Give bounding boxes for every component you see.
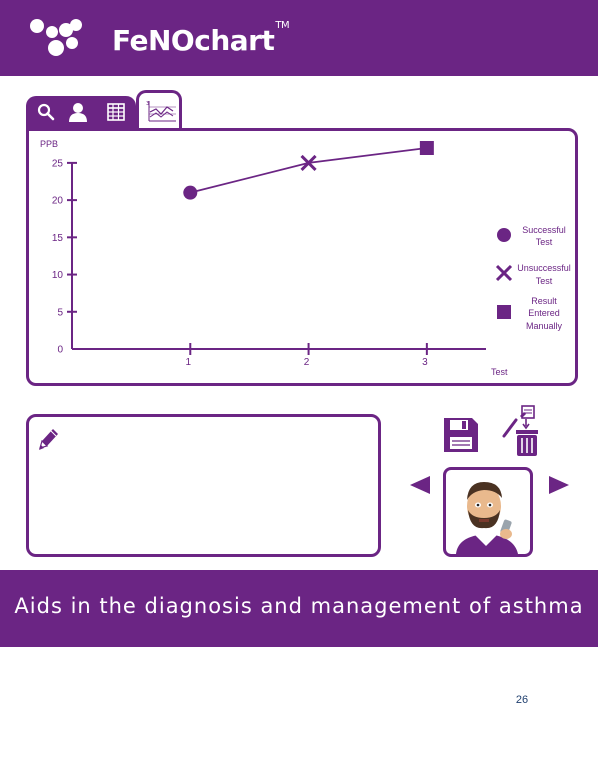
brand-name: FeNOchart — [112, 24, 275, 57]
delete-icon[interactable] — [502, 404, 544, 458]
tab-patient[interactable] — [66, 98, 90, 126]
x-axis-label: Test — [491, 367, 508, 377]
legend-label: Successful — [522, 225, 566, 235]
brand-logo: FeNOchartTM — [112, 20, 290, 57]
patient-avatar[interactable] — [443, 467, 533, 557]
legend-label: Test — [536, 237, 553, 247]
data-point-cross — [300, 154, 317, 171]
legend-marker-cross — [495, 264, 513, 282]
doctor-avatar-icon — [456, 482, 518, 554]
tab-strip — [26, 96, 136, 130]
user-icon — [69, 103, 87, 122]
arrow-left-icon[interactable] — [409, 474, 431, 496]
y-tick-label: 15 — [52, 233, 64, 244]
tab-search[interactable] — [34, 98, 58, 126]
header-bar — [0, 0, 598, 76]
tab-chart[interactable]: 3 — [136, 90, 182, 132]
data-point-cross-stroke — [300, 154, 317, 171]
legend-label: Result — [531, 296, 557, 306]
data-point-circle — [183, 185, 198, 200]
x-tick-label: 3 — [422, 357, 428, 368]
legend-label: Entered — [528, 308, 560, 318]
notes-box[interactable] — [26, 414, 381, 557]
series-line — [190, 147, 427, 194]
chart-icon: 3 — [146, 101, 176, 122]
search-icon — [37, 103, 55, 121]
save-icon[interactable] — [442, 416, 480, 454]
y-axis-label: PPB — [40, 139, 58, 149]
legend-marker-square — [497, 305, 511, 319]
chart-panel — [26, 128, 578, 386]
svg-text:3: 3 — [146, 101, 149, 107]
data-point-square — [419, 141, 434, 155]
footer-tagline: Aids in the diagnosis and management of … — [14, 594, 584, 618]
trademark: TM — [275, 19, 290, 31]
y-tick-label: 0 — [57, 345, 63, 356]
arrow-right-icon[interactable] — [548, 474, 570, 496]
legend-marker-circle — [497, 228, 511, 242]
legend-label: Test — [536, 276, 553, 286]
pencil-icon[interactable] — [36, 426, 60, 452]
y-tick-label: 25 — [52, 158, 64, 169]
x-tick-label: 1 — [186, 357, 192, 368]
legend-label: Unsuccessful — [517, 263, 571, 273]
y-tick-label: 5 — [57, 307, 63, 318]
legend-label: Manually — [526, 321, 563, 331]
footer-band — [0, 570, 598, 647]
page-number: 26 — [515, 694, 529, 706]
legend-marker-cross-stroke — [495, 264, 513, 282]
x-tick-label: 2 — [304, 357, 310, 368]
y-tick-label: 20 — [52, 196, 64, 207]
logo-dots-icon — [30, 19, 82, 56]
tab-table[interactable] — [104, 98, 128, 126]
table-icon — [107, 103, 125, 121]
y-tick-label: 10 — [52, 270, 64, 281]
